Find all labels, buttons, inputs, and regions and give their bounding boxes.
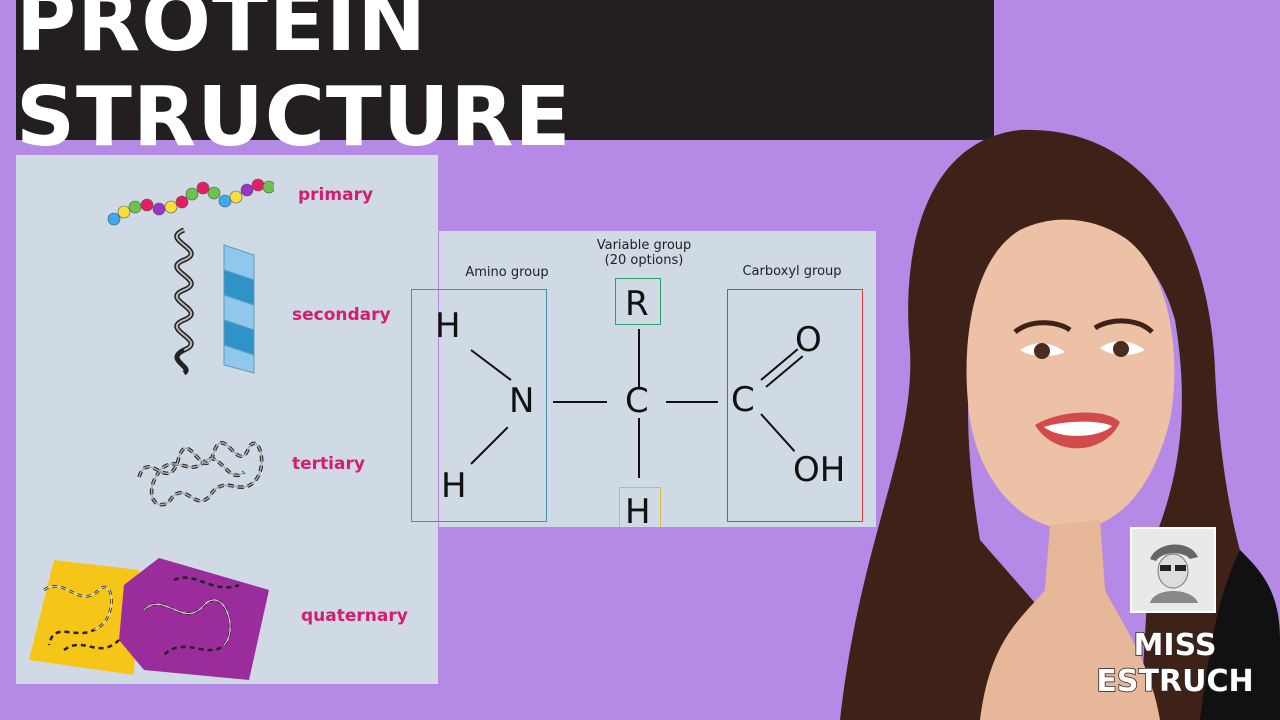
channel-logo <box>1130 527 1216 613</box>
bond-c-h <box>638 418 640 478</box>
bond-n-c <box>553 401 607 403</box>
channel-name: MISS ESTRUCH <box>1090 627 1260 700</box>
atom-h-top: H <box>435 306 461 346</box>
hydrogen-box <box>619 487 661 527</box>
title-bar: PROTEIN STRUCTURE <box>16 0 994 165</box>
atom-r: R <box>625 284 649 324</box>
protein-levels-panel: primary secondary tertiary <box>16 155 438 684</box>
variable-group-box <box>615 278 661 325</box>
amino-group-box <box>411 289 547 522</box>
atom-n: N <box>509 381 535 421</box>
primary-structure-illustration <box>107 178 274 226</box>
variable-group-caption-line2: (20 options) <box>604 253 684 268</box>
atom-c-center: C <box>625 381 649 421</box>
atom-h-under-c: H <box>625 492 651 532</box>
channel-logo-sketch-icon <box>1150 544 1198 603</box>
atom-h-bottom: H <box>441 466 467 506</box>
quaternary-structure-illustration <box>29 558 269 680</box>
atom-o: O <box>795 320 822 360</box>
amino-group-caption: Amino group <box>465 265 549 280</box>
carboxyl-group-caption: Carboxyl group <box>742 264 842 279</box>
bond-c-c <box>666 401 718 403</box>
variable-group-caption-line1: Variable group <box>596 238 692 253</box>
secondary-label: secondary <box>292 305 391 325</box>
primary-label: primary <box>298 185 374 205</box>
bond-c-r <box>638 329 640 387</box>
carboxyl-group-box <box>727 289 863 522</box>
channel-name-line2: ESTRUCH <box>1096 663 1255 700</box>
tertiary-label: tertiary <box>292 454 365 474</box>
page-title: PROTEIN STRUCTURE <box>16 0 572 165</box>
secondary-structure-illustration <box>174 227 255 375</box>
atom-c-carboxyl: C <box>731 380 755 420</box>
variable-group-caption: Variable group (20 options) <box>574 238 714 268</box>
amino-acid-diagram: Amino group Variable group (20 options) … <box>411 231 876 532</box>
atom-oh: OH <box>793 450 846 490</box>
quaternary-label: quaternary <box>301 606 408 626</box>
channel-name-line1: MISS <box>1133 627 1217 664</box>
tertiary-structure-illustration <box>137 441 264 507</box>
